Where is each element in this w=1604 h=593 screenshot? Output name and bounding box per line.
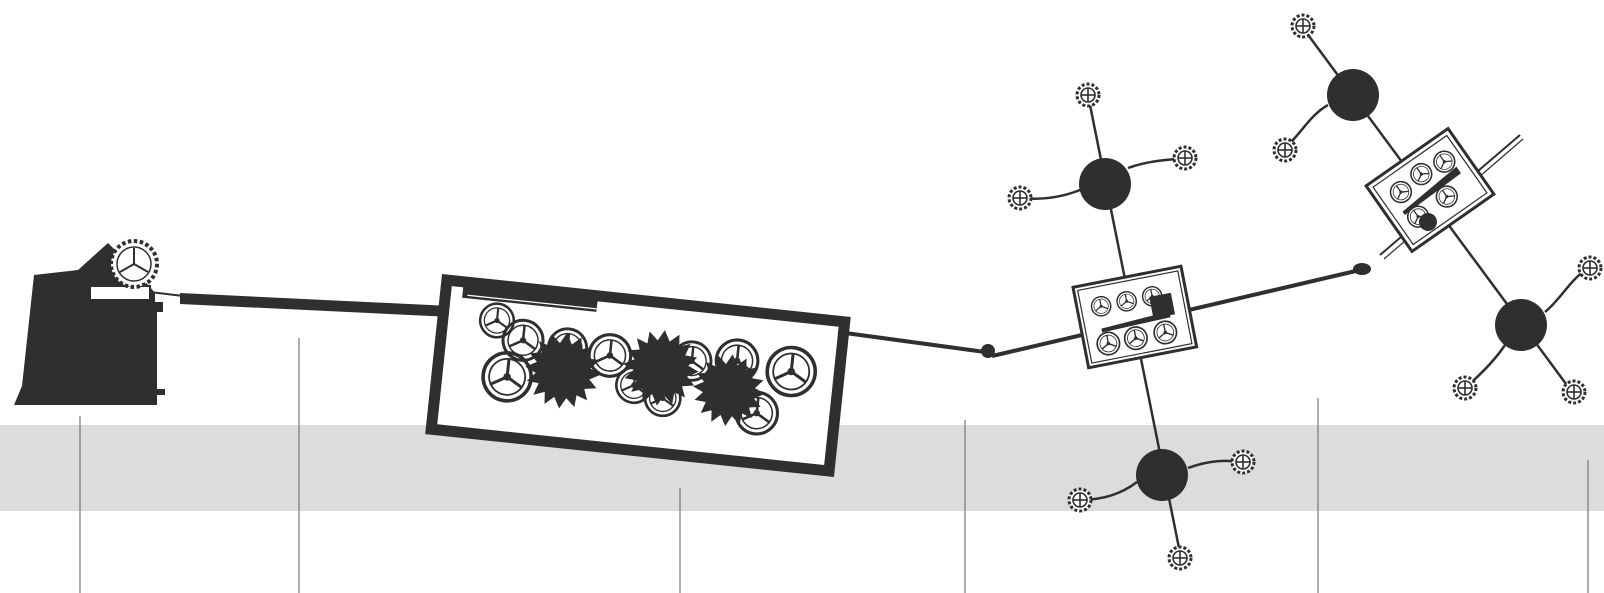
hand-crank-machine-icon — [14, 241, 183, 405]
rotor-assembly-2 — [1274, 15, 1601, 403]
drive-rod — [180, 293, 452, 317]
